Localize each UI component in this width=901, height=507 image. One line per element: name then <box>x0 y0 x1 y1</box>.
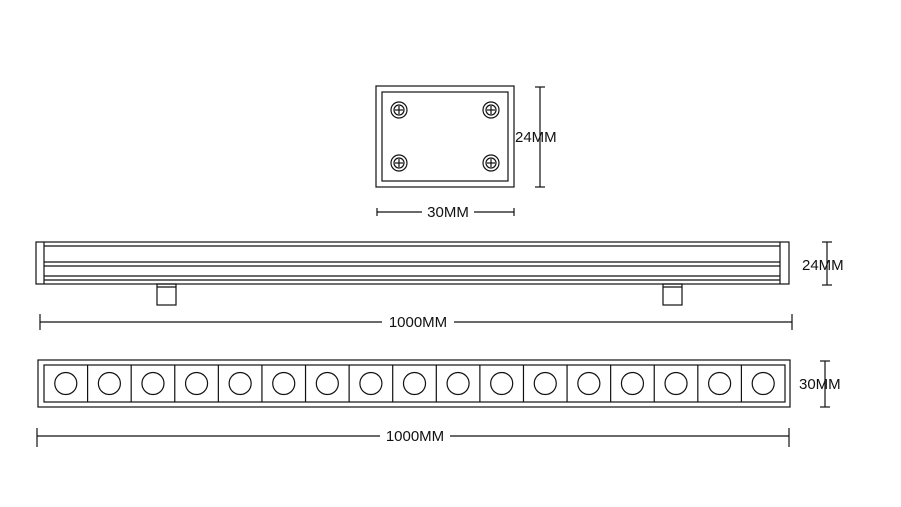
led-lens <box>141 371 165 396</box>
led-cell <box>479 365 514 402</box>
led-lens <box>54 371 78 396</box>
led-cell <box>54 371 78 396</box>
led-cell <box>217 365 252 402</box>
led-cell <box>610 365 645 402</box>
front-view <box>36 359 830 447</box>
front-view-height-label: 30MM <box>799 376 841 393</box>
led-cell <box>304 365 339 402</box>
front-view-height-dimension-line <box>820 360 830 408</box>
led-row <box>54 365 775 402</box>
screw-icon-top-right <box>482 101 500 119</box>
led-cell <box>261 365 296 402</box>
led-cell <box>566 365 601 402</box>
led-cell <box>130 365 165 402</box>
led-lens <box>97 371 121 396</box>
front-view-length-dimension-line <box>36 428 790 447</box>
led-lens <box>446 371 470 396</box>
led-lens <box>708 371 732 396</box>
led-lens <box>228 371 252 396</box>
led-cell <box>653 365 688 402</box>
led-lens <box>315 371 339 396</box>
side-view <box>35 241 832 330</box>
led-lens <box>272 371 296 396</box>
side-view-height-label: 24MM <box>802 257 844 274</box>
screw-icon-top-left <box>390 101 408 119</box>
led-cell <box>740 365 775 402</box>
front-view-inner-frame <box>43 364 786 403</box>
led-cell <box>86 365 121 402</box>
mounting-bracket-left <box>156 283 177 306</box>
side-view-height-dimension-line <box>822 241 832 286</box>
led-cell <box>174 365 209 402</box>
side-view-length-dimension-line <box>39 314 793 330</box>
led-lens <box>184 371 209 396</box>
led-cell <box>392 365 427 402</box>
end-view-width-dimension-line <box>376 208 515 216</box>
end-view-height-label: 24MM <box>515 129 557 146</box>
screw-icon-bottom-left <box>390 154 408 172</box>
side-view-length-label: 1000MM <box>389 314 447 331</box>
led-lens <box>533 371 557 396</box>
end-view-outer-frame <box>375 85 515 188</box>
end-view-inner-frame <box>381 91 509 182</box>
front-view-outer-frame <box>37 359 791 408</box>
led-lens <box>751 371 775 396</box>
led-cell <box>348 365 383 402</box>
led-cell <box>522 365 557 402</box>
side-view-body <box>35 241 790 285</box>
screw-icon-bottom-right <box>482 154 500 172</box>
led-lens <box>620 371 645 396</box>
mounting-bracket-right <box>662 283 683 306</box>
end-view-height-dimension-line <box>535 86 545 188</box>
led-lens <box>664 371 688 396</box>
end-view <box>375 85 545 216</box>
end-view-width-label: 30MM <box>427 204 469 221</box>
front-view-length-label: 1000MM <box>386 428 444 445</box>
led-cell <box>435 365 470 402</box>
led-lens <box>490 371 514 396</box>
led-lens <box>402 371 427 396</box>
led-lens <box>359 371 383 396</box>
led-lens <box>577 371 601 396</box>
led-cell <box>697 365 732 402</box>
